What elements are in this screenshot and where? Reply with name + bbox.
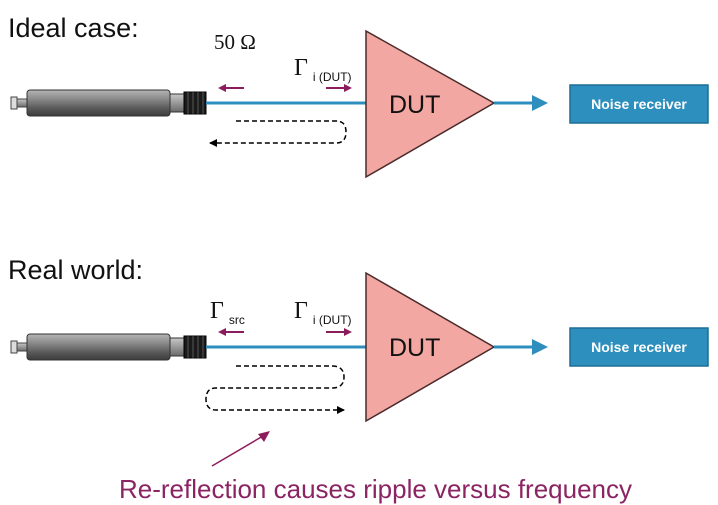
gamma-subscript: i (DUT)	[313, 70, 352, 84]
gamma-dut-label: Γ i (DUT)	[294, 55, 352, 84]
gamma-symbol: Γ	[294, 298, 308, 324]
source-impedance-label: 50 Ω	[214, 30, 256, 54]
gamma-dut-label: Γ i (DUT)	[294, 298, 352, 327]
coax-source-icon	[10, 333, 207, 361]
gamma-symbol: Γ	[210, 298, 224, 324]
caption: Re-reflection causes ripple versus frequ…	[119, 474, 632, 504]
gamma-subscript: src	[229, 313, 245, 327]
arrow-left-icon	[218, 84, 244, 92]
arrow-left-icon	[218, 328, 244, 336]
noise-receiver-box: Noise receiver	[569, 84, 709, 124]
arrow-right-icon	[326, 84, 352, 92]
dut-label: DUT	[389, 334, 440, 362]
dut-label: DUT	[389, 91, 440, 119]
output-arrow-icon	[494, 95, 548, 111]
output-arrow-icon	[494, 339, 548, 355]
gamma-subscript: i (DUT)	[313, 313, 352, 327]
ideal-case-title: Ideal case:	[8, 13, 139, 43]
gamma-symbol: Γ	[294, 55, 308, 81]
amplifier-triangle-icon	[365, 271, 496, 423]
arrow-right-icon	[326, 328, 352, 336]
caption-pointer-arrow-icon	[211, 431, 270, 467]
noise-receiver-label: Noise receiver	[591, 96, 687, 112]
gamma-src-label: Γ src	[210, 298, 245, 327]
real-world-section: Real world: Γ src Γ i (DU	[8, 255, 709, 504]
coax-source-icon	[10, 89, 207, 117]
real-world-title: Real world:	[8, 255, 143, 285]
reflection-dashed-path	[209, 120, 347, 147]
noise-receiver-label: Noise receiver	[591, 339, 687, 355]
ideal-case-section: Ideal case: 50 Ω Γ i (DUT)	[8, 13, 709, 179]
amplifier-triangle-icon	[365, 29, 496, 179]
noise-receiver-box: Noise receiver	[569, 327, 709, 367]
re-reflection-dashed-path	[205, 365, 345, 414]
